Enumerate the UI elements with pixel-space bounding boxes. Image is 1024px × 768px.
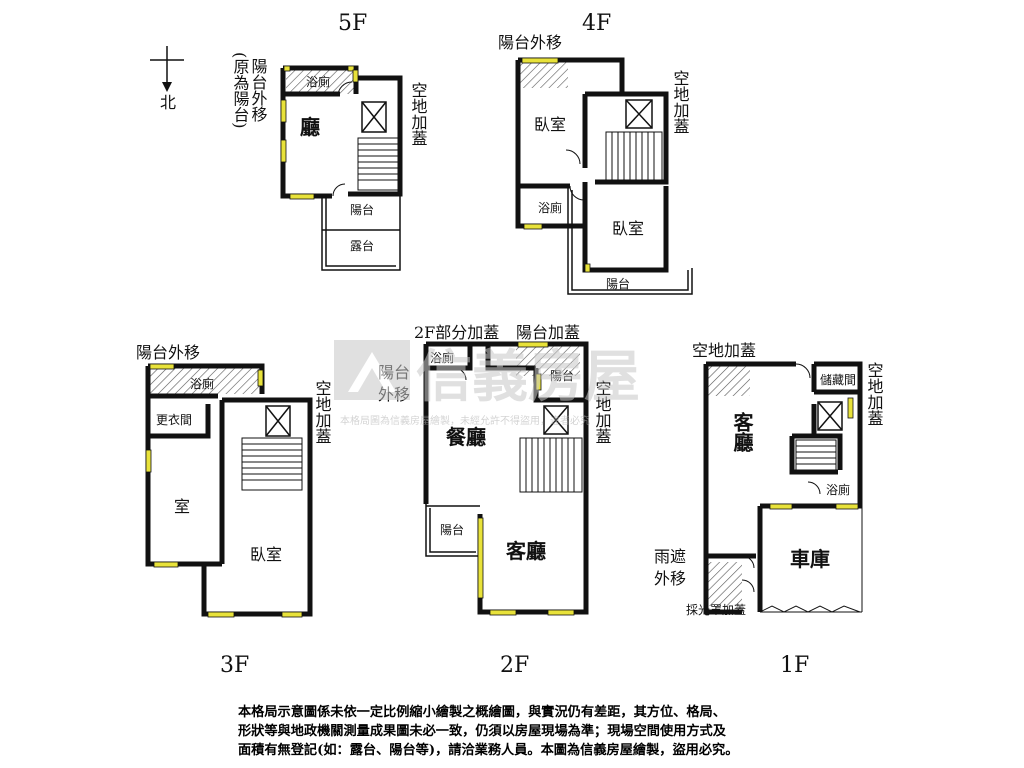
- floor-5f: 5F 北: [150, 11, 428, 271]
- stairs-3f: [241, 437, 303, 491]
- note-vacant-addon-4f: 空地加蓋: [671, 70, 690, 134]
- room-living-2f: 客廳: [505, 539, 546, 563]
- room-bedroom2-4f: 臥室: [612, 219, 644, 238]
- disclaimer-line-3: 面積有無登記(如：露台、陽台等)，請洽業務人員。本圖為信義房屋繪製，盜用必究。: [238, 743, 739, 758]
- note-canopy-moved-a-1f: 雨遮: [654, 547, 686, 566]
- walls-1f: [703, 361, 863, 615]
- garage-door-1f: [759, 506, 863, 613]
- floor-3f: 3F 陽台外移 浴廁 更衣間: [136, 343, 332, 678]
- walls-3f: [145, 363, 313, 617]
- note-balcony-addon-2f: 陽台加蓋: [516, 323, 580, 342]
- room-bath-3f: 浴廁: [190, 376, 214, 391]
- note-vacant-addon-5f: 空地加蓋: [409, 82, 428, 146]
- note-vacant-addon-side-1f: 空地加蓋: [865, 362, 884, 426]
- room-bedroom1-4f: 臥室: [534, 115, 566, 134]
- north-label: 北: [160, 93, 176, 112]
- elevator-5f: [361, 101, 387, 133]
- room-room-3f: 室: [174, 497, 190, 516]
- floor-label-4f: 4F: [582, 11, 611, 36]
- note-balcony-moved-4f: 陽台外移: [498, 33, 562, 52]
- note-vacant-addon-3f: 空地加蓋: [313, 380, 332, 444]
- room-bath-2f: 浴廁: [430, 350, 454, 365]
- elevator-3f: [265, 405, 291, 437]
- disclaimer-line-1: 本格局示意圖係未依一定比例縮小繪製之概繪圖，與實況仍有差距，其方位、格局、: [238, 705, 726, 720]
- elevator-2f: [543, 405, 569, 435]
- stairs-1f: [795, 439, 837, 471]
- vacant-addon-hatch-1f: [708, 366, 750, 396]
- elevator-4f: [625, 99, 653, 129]
- stairs-2f: [519, 437, 583, 493]
- balcony-outline-2f: [425, 504, 480, 557]
- room-balcony-room-2f: 陽台: [550, 368, 574, 383]
- floor-label-2f: 2F: [500, 653, 529, 678]
- room-bath-1f: 浴廁: [826, 482, 850, 497]
- note-originally-balcony-5f: (原為陽台): [231, 52, 250, 128]
- moved-balcony-hatch-5f: [286, 70, 354, 94]
- balcony-outline-4f: [567, 186, 693, 295]
- note-balcony-moved-5f: 陽台外移: [249, 58, 268, 122]
- note-skylight-addon-1f: 採光罩加蓋: [686, 603, 746, 617]
- floor-4f: 4F 陽台: [498, 11, 693, 295]
- floor-label-1f: 1F: [780, 653, 809, 678]
- note-balcony-moved-3f: 陽台外移: [136, 343, 200, 362]
- room-living-1f: 客廳: [730, 411, 754, 453]
- door-5f: [337, 81, 353, 97]
- room-balcony-4f: 陽台: [606, 276, 630, 291]
- stairs-5f: [357, 137, 399, 191]
- floor-1f: 1F: [654, 341, 884, 678]
- floor-label-3f: 3F: [220, 653, 249, 678]
- windows-2f: [477, 341, 575, 616]
- note-vacant-addon-top-1f: 空地加蓋: [692, 341, 756, 360]
- room-storage-1f: 儲藏間: [820, 373, 856, 387]
- room-garage-1f: 車庫: [790, 547, 830, 571]
- room-bedroom-3f: 臥室: [250, 545, 282, 564]
- windows-1f: [769, 397, 859, 510]
- balcony-addon-hatch-2f: [516, 346, 580, 376]
- moved-balcony-hatch-3f: [150, 368, 260, 394]
- terrace-outline-5f: [321, 194, 401, 271]
- disclaimer-text: 本格局示意圖係未依一定比例縮小繪製之概繪圖，與實況仍有差距，其方位、格局、 形狀…: [238, 703, 818, 760]
- note-canopy-moved-b-1f: 外移: [654, 569, 686, 588]
- north-arrow: 北: [150, 46, 184, 112]
- brand-logo: [334, 340, 410, 400]
- note-vacant-addon-2f: 空地加蓋: [593, 380, 612, 444]
- room-terrace-5f: 露台: [350, 238, 374, 253]
- stairs-4f: [605, 131, 663, 183]
- windows-4f: [521, 57, 591, 273]
- walls-4f: [515, 57, 669, 273]
- room-hall-5f: 廳: [300, 115, 320, 139]
- room-closet-3f: 更衣間: [156, 412, 192, 427]
- watermark: 信義房屋 本格局圖為信義房屋繪製，未經允許不得盜用，違者必究: [334, 340, 640, 427]
- watermark-brand: 信義房屋: [416, 345, 640, 410]
- canopy-hatch-1f: [708, 562, 742, 606]
- windows-5f: [280, 65, 359, 200]
- floor-label-5f: 5F: [338, 11, 367, 36]
- room-dining-2f: 餐廳: [446, 425, 486, 449]
- room-bath-4f: 浴廁: [538, 200, 562, 215]
- disclaimer-line-2: 形狀等與地政機關測量成果圖未必一致，仍須以房屋現場為準；現場空間使用方式及: [238, 724, 726, 739]
- room-bath-5f: 浴廁: [306, 74, 330, 89]
- watermark-subtitle: 本格局圖為信義房屋繪製，未經允許不得盜用，違者必究: [340, 414, 590, 427]
- moved-balcony-hatch-4f: [520, 62, 568, 88]
- room-balcony-2f: 陽台: [440, 522, 464, 537]
- windows-3f: [145, 363, 303, 618]
- note-partial-addon-2f: 2F部分加蓋: [414, 323, 499, 342]
- elevator-1f: [817, 401, 843, 431]
- room-balcony-5f: 陽台: [350, 202, 374, 217]
